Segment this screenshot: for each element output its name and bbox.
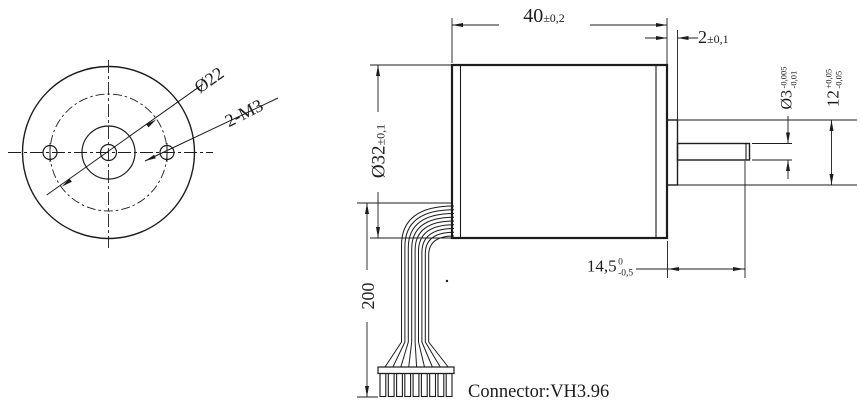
mounting-hole-leader — [144, 97, 279, 162]
arrow — [376, 65, 380, 76]
shaft-diameter-tolerance-stack: -0,005 -0,01 — [778, 66, 798, 89]
shaft-length-tolerance-lower: -0,5 — [618, 268, 634, 278]
boss-diameter-tolerance-lower: -0,05 — [833, 70, 843, 89]
boss-diameter-value: 12 — [823, 90, 843, 108]
connector-pin — [396, 372, 403, 398]
shaft-diameter-tolerance-lower: -0,01 — [788, 70, 798, 89]
arrow — [668, 267, 679, 271]
body-diameter-tolerance: ±0,1 — [373, 123, 388, 146]
wire — [408, 216, 455, 368]
dimension-arrows — [365, 23, 834, 397]
body-length-value: 40 — [523, 5, 544, 27]
shaft-diameter-label: Ø3 -0,005 -0,01 — [778, 66, 798, 110]
connector-label: Connector:VH3.96 — [468, 383, 609, 402]
arrow — [677, 36, 689, 40]
wire — [424, 231, 455, 368]
shaft-diameter-value: Ø3 — [778, 89, 796, 110]
arrow — [656, 23, 667, 27]
connector — [377, 366, 455, 398]
body-length-tolerance: ±0,2 — [543, 11, 565, 25]
shaft-length-tolerance-stack: 0 -0,5 — [618, 257, 633, 278]
boss-diameter-tolerance-stack: +0,05 -0,05 — [823, 69, 843, 89]
shaft-boss — [666, 119, 679, 186]
lead-wire-length-label: 200 — [358, 282, 378, 310]
arrow — [365, 203, 369, 214]
connector-pin — [404, 372, 412, 398]
boss-length-label: 2±0,1 — [698, 28, 729, 46]
arrow — [829, 120, 834, 131]
front-view — [8, 60, 279, 248]
lead-wire-length-value: 200 — [358, 282, 378, 310]
connector-pin — [387, 372, 395, 398]
boss-diameter-label: 12 +0,05 -0,05 — [823, 69, 843, 108]
boss-length-value: 2 — [698, 27, 707, 47]
shaft-length-label: 14,5 0 -0,5 — [587, 257, 633, 278]
side-view — [377, 63, 751, 398]
shaft — [676, 142, 751, 161]
arrow — [376, 227, 380, 238]
connector-pin — [429, 372, 437, 398]
front-view-arrows — [61, 119, 157, 187]
body-diameter-value: Ø32 — [368, 145, 390, 179]
dot-mark — [445, 279, 449, 283]
connector-pin — [437, 372, 445, 398]
arrow — [829, 174, 834, 185]
arrow — [786, 160, 790, 171]
connector-pin — [412, 372, 420, 398]
arrow — [733, 267, 744, 271]
connector-pin — [379, 372, 387, 398]
body-diameter-label: Ø32±0,1 — [368, 123, 390, 179]
connector-pin — [445, 372, 453, 398]
connector-pin — [420, 372, 428, 398]
body-length-label: 40±0,2 — [523, 6, 565, 26]
front-boss-circle — [81, 125, 136, 180]
arrow — [146, 119, 157, 128]
wire — [400, 213, 455, 368]
connector-value: Connector:VH3.96 — [468, 381, 610, 402]
wire — [421, 228, 455, 368]
arrow — [452, 23, 463, 27]
wire — [384, 205, 455, 368]
motor-body — [450, 63, 669, 240]
shaft-length-value: 14,5 — [586, 256, 617, 276]
wire — [428, 235, 455, 368]
shaft-length-tolerance-upper: 0 — [618, 257, 623, 268]
arrow — [656, 36, 667, 40]
arrow — [61, 178, 72, 187]
wire — [414, 220, 455, 368]
wire — [392, 209, 455, 368]
arrow — [365, 386, 369, 397]
shaft-hole-circle — [99, 143, 118, 162]
bolt-circle-dia-leader — [46, 83, 203, 196]
wire — [418, 224, 455, 368]
lead-wires — [384, 205, 455, 368]
connector-top-bar — [377, 366, 455, 375]
motor-outline-circle — [21, 65, 196, 240]
boss-length-tolerance: ±0,1 — [707, 32, 729, 46]
arrow — [145, 154, 156, 161]
arrow — [786, 132, 790, 144]
